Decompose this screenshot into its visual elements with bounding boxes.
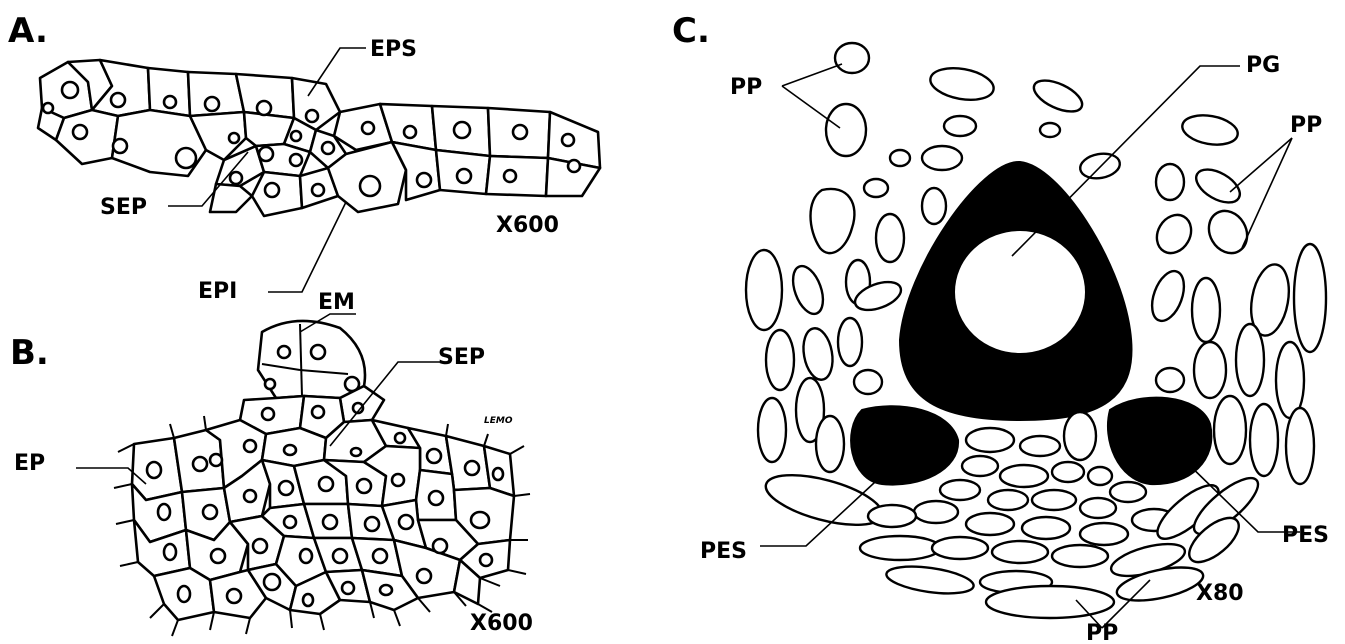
magnification-c: X80	[1196, 581, 1244, 606]
panel-c: C.	[672, 11, 1329, 644]
magnification-b: X600	[470, 611, 533, 636]
label-eps: EPS	[370, 37, 417, 62]
label-pp-bottom: PP	[1086, 621, 1118, 644]
panel-b-letter: B.	[10, 333, 49, 373]
artist-signature: LEMO	[484, 416, 513, 426]
label-pg: PG	[1246, 53, 1280, 78]
panel-b-cell-grid	[132, 420, 514, 620]
label-epi: EPI	[198, 279, 237, 304]
label-sep-b: SEP	[438, 345, 485, 370]
panel-a-epidermis-tissue	[38, 60, 600, 216]
dark-bundle-left	[851, 406, 958, 484]
label-pes-left: PES	[700, 539, 747, 564]
label-sep-a: SEP	[100, 195, 147, 220]
panel-a-letter: A.	[8, 11, 48, 51]
panel-a: A.	[8, 11, 600, 304]
panel-c-letter: C.	[672, 11, 710, 51]
panel-b: B.	[10, 290, 533, 636]
leader-epi	[268, 202, 346, 292]
label-pp-top-left: PP	[730, 75, 762, 100]
label-ep: EP	[14, 451, 45, 476]
label-pp-top-right: PP	[1290, 113, 1322, 138]
label-pes-right: PES	[1282, 523, 1329, 548]
label-em: EM	[318, 290, 355, 315]
magnification-a: X600	[496, 213, 559, 238]
